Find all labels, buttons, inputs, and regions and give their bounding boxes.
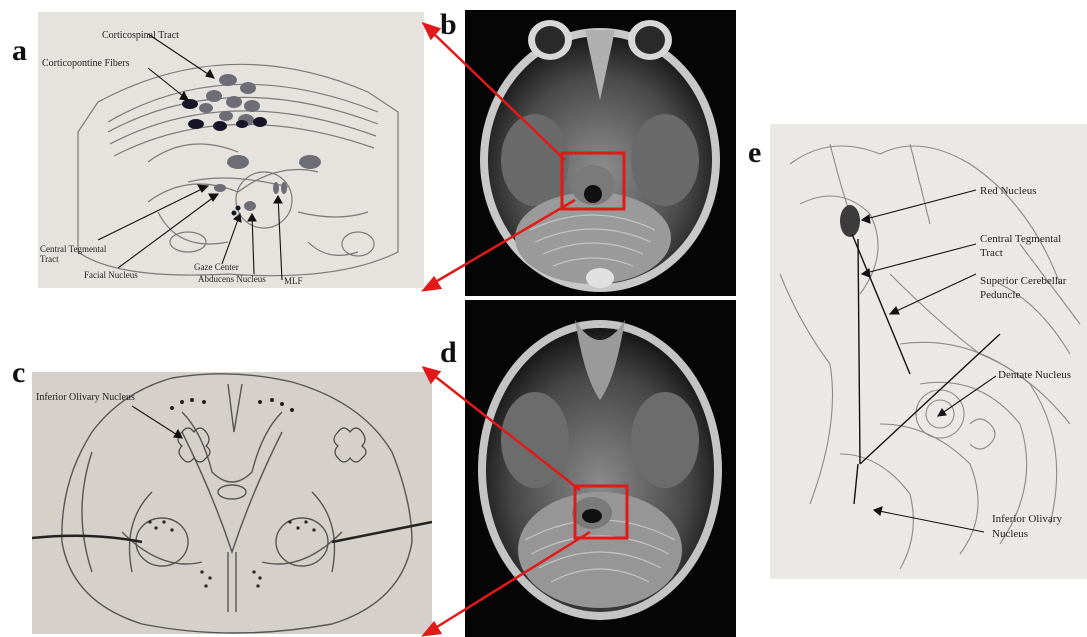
label-central-tegmental-tract: Central Tegmental: [980, 233, 1061, 245]
label-red-nucleus: Red Nucleus: [980, 185, 1037, 197]
label-corticospinal-tract: Corticospinal Tract: [102, 30, 179, 41]
label-central-tegmental-tract-line2: Tract: [980, 247, 1003, 259]
label-facial-nucleus: Facial Nucleus: [84, 270, 138, 280]
label-superior-cerebellar-peduncle: Superior Cerebellar: [980, 275, 1067, 287]
label-corticopontine-fibers: Corticopontine Fibers: [42, 58, 130, 69]
label-superior-cerebellar-peduncle-line2: Peduncle: [980, 289, 1020, 301]
panel-label-c: c: [12, 358, 25, 388]
panel-c-medulla-drawing: Inferior Olivary Nucleus: [32, 372, 432, 634]
panel-label-a: a: [12, 36, 27, 66]
label-mlf: MLF: [284, 276, 303, 286]
label-dentate-nucleus: Dentate Nucleus: [998, 369, 1071, 381]
label-inferior-olivary-nucleus-line2: Nucleus: [992, 528, 1028, 540]
panel-label-e: e: [748, 138, 761, 168]
panel-label-d: d: [440, 338, 457, 368]
label-central-tegmental-tract-line2: Tract: [40, 254, 59, 264]
label-central-tegmental-tract: Central Tegmental: [40, 244, 107, 254]
label-inferior-olivary-nucleus: Inferior Olivary: [992, 513, 1062, 525]
label-abducens-nucleus: Abducens Nucleus: [198, 274, 266, 284]
label-gaze-center: Gaze Center: [194, 262, 239, 272]
panel-label-b: b: [440, 10, 457, 40]
panel-b-mri-axial: [465, 10, 736, 296]
panel-a-pons-drawing: Corticospinal Tract Corticopontine Fiber…: [38, 12, 424, 288]
panel-d-mri-axial: [465, 300, 736, 637]
panel-e-dentatorubral-drawing: Red Nucleus Central Tegmental Tract Supe…: [770, 124, 1087, 579]
label-inferior-olivary-nucleus: Inferior Olivary Nucleus: [36, 392, 135, 403]
